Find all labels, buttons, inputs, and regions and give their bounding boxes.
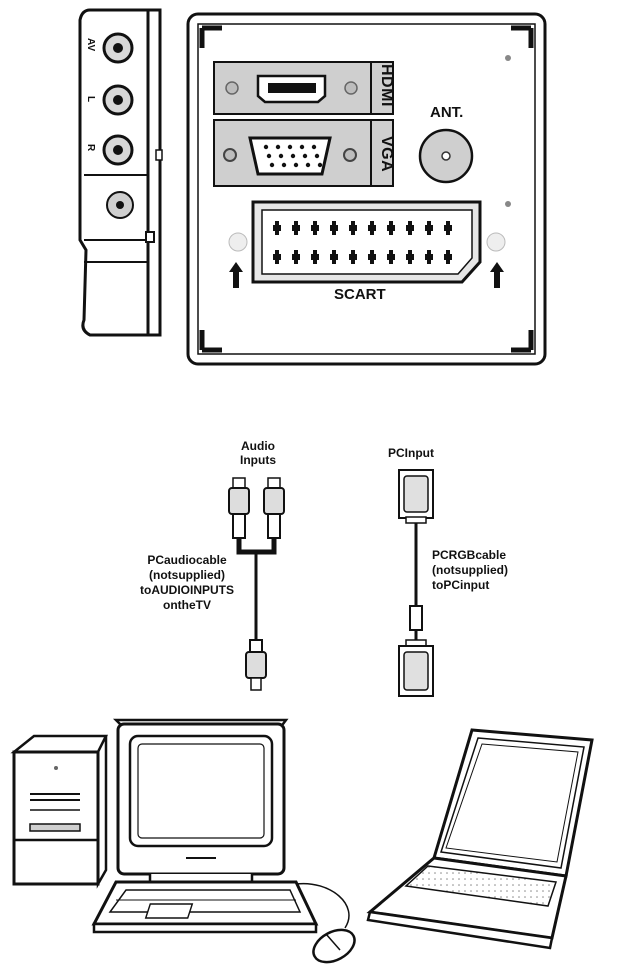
rgb-cable-line3: toPCinput — [432, 578, 490, 592]
vga-port-icon — [213, 119, 394, 187]
scart-pin — [406, 221, 414, 235]
hdmi-port-icon — [213, 61, 394, 115]
ant-label: ANT. — [430, 104, 464, 121]
audio-inputs-label: Audio Inputs — [222, 439, 294, 467]
laptop-icon — [144, 728, 594, 950]
scart-pin — [387, 221, 395, 235]
rear-panel — [186, 12, 547, 366]
scart-pin — [444, 221, 452, 235]
scart-pin — [292, 221, 300, 235]
scart-pin — [444, 250, 452, 264]
audio-cable-label: PCaudiocable (notsupplied) toAUDIOINPUTS… — [128, 553, 246, 613]
scart-pin — [311, 250, 319, 264]
scart-pin — [292, 250, 300, 264]
vga-cable — [398, 469, 434, 697]
audio-cable-line3: toAUDIOINPUTS — [140, 583, 234, 597]
mouse-icon — [295, 882, 356, 964]
audio-cable — [228, 477, 285, 691]
scart-pin — [387, 250, 395, 264]
scart-label: SCART — [334, 286, 386, 303]
audio-cable-line4: ontheTV — [163, 598, 211, 612]
audio-cable-line2: (notsupplied) — [149, 568, 225, 582]
hdmi-label: HDMI — [378, 64, 395, 107]
rca-plug-icon — [245, 639, 267, 691]
rgb-cable-line1: PCRGBcable — [432, 548, 507, 562]
scart-pin — [349, 250, 357, 264]
scart-pin — [406, 250, 414, 264]
rca-plug-icon — [263, 477, 285, 539]
scart-pin — [349, 221, 357, 235]
av-label: AV — [85, 38, 96, 52]
crt-monitor-icon — [112, 718, 289, 890]
l-label: L — [85, 96, 96, 103]
desktop-tower-icon — [10, 734, 109, 889]
scart-pin — [425, 250, 433, 264]
scart-port-icon — [251, 200, 482, 284]
arrow-up-icon — [229, 262, 243, 288]
rca-plug-icon — [228, 477, 250, 539]
audio-inputs-line2: Inputs — [240, 453, 276, 467]
arrow-up-icon — [490, 262, 504, 288]
rgb-cable-line2: (notsupplied) — [432, 563, 508, 577]
scart-pin — [330, 221, 338, 235]
scart-pin — [273, 221, 281, 235]
side-panel — [78, 8, 163, 337]
vga-label: VGA — [378, 136, 395, 173]
rgb-cable-label: PCRGBcable (notsupplied) toPCinput — [432, 548, 508, 593]
r-label: R — [85, 144, 96, 152]
antenna-port-icon — [418, 128, 474, 184]
scart-pin — [273, 250, 281, 264]
headphone-jack-icon — [106, 191, 134, 219]
keyboard-icon — [91, 880, 319, 934]
audio-inputs-line1: Audio — [241, 439, 275, 453]
scart-pin — [311, 221, 319, 235]
scart-pin — [368, 250, 376, 264]
scart-pin — [330, 250, 338, 264]
scart-pins — [273, 221, 452, 264]
scart-pin — [425, 221, 433, 235]
r-jack-icon — [102, 134, 134, 166]
pc-input-label: PCInput — [388, 446, 434, 460]
av-jack-icon — [102, 32, 134, 64]
vga-plug-icon — [398, 469, 434, 524]
l-jack-icon — [102, 84, 134, 116]
scart-pin — [368, 221, 376, 235]
vga-plug-icon — [398, 639, 434, 697]
audio-cable-line1: PCaudiocable — [147, 553, 227, 567]
